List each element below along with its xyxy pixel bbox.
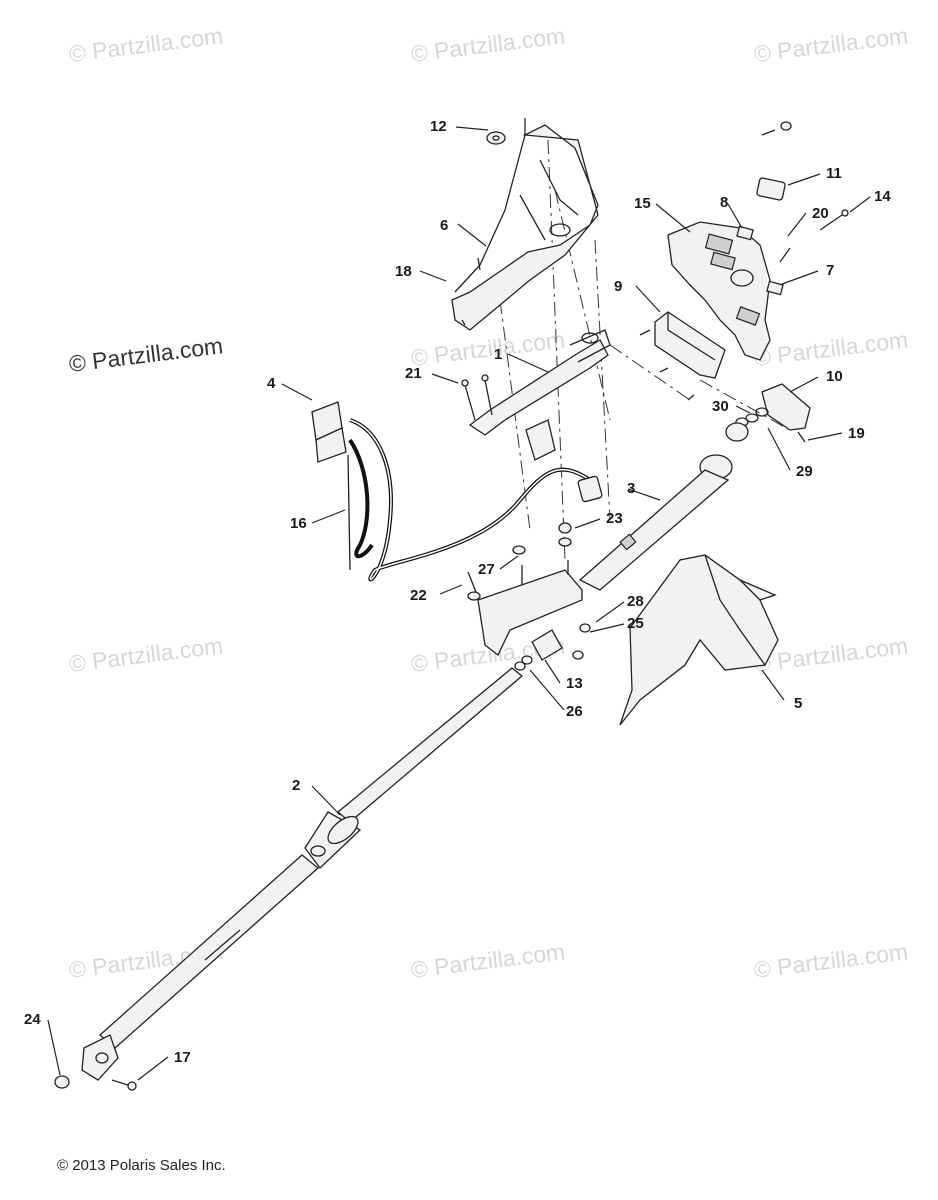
leader-5	[761, 669, 785, 701]
watermark: © Partzilla.com	[752, 22, 909, 67]
leader-25	[589, 623, 625, 633]
wiring-harness-part	[311, 401, 603, 582]
callout-10: 10	[826, 368, 843, 385]
leader-lines	[47, 126, 871, 1081]
callout-15: 15	[634, 195, 651, 212]
callout-29: 29	[796, 463, 813, 480]
watermark: © Partzilla.com	[409, 938, 566, 983]
leader-19	[807, 432, 843, 441]
lower-shroud-part	[619, 554, 779, 726]
leader-9	[635, 285, 661, 313]
callout-3: 3	[627, 480, 635, 497]
watermark-layer: © Partzilla.com © Partzilla.com © Partzi…	[67, 22, 909, 983]
callout-9: 9	[614, 278, 622, 295]
support-tube-part	[578, 422, 749, 591]
callout-13: 13	[566, 675, 583, 692]
leader-22	[439, 584, 463, 595]
leader-21	[431, 373, 459, 384]
callout-28: 28	[627, 593, 644, 610]
callout-26: 26	[566, 703, 583, 720]
leader-2	[311, 785, 341, 816]
leader-6	[457, 223, 487, 247]
watermark-main: © Partzilla.com	[67, 332, 224, 377]
leader-4	[281, 383, 313, 401]
callout-25: 25	[627, 615, 644, 632]
upper-cover-part	[451, 118, 599, 331]
callout-8: 8	[720, 194, 728, 211]
callout-14: 14	[874, 188, 891, 205]
watermark: © Partzilla.com	[409, 326, 566, 371]
callout-5: 5	[794, 695, 802, 712]
steering-shaft-part	[54, 667, 524, 1091]
callout-30: 30	[712, 398, 729, 415]
leader-27	[499, 555, 519, 570]
leader-12	[455, 126, 489, 131]
leader-23	[574, 518, 601, 529]
leader-10	[789, 376, 819, 393]
leader-14	[849, 196, 871, 213]
callout-1: 1	[494, 346, 502, 363]
switch-components	[736, 121, 849, 296]
leader-15	[655, 203, 691, 233]
callout-6: 6	[440, 217, 448, 234]
callout-4: 4	[267, 375, 276, 392]
leader-11	[787, 173, 821, 186]
callout-11: 11	[826, 165, 842, 182]
callout-23: 23	[606, 510, 623, 527]
callout-12: 12	[430, 118, 447, 135]
callout-labels: 12 6 18 1 21 4 16 23 27 22 3 28 25 13 26…	[24, 118, 891, 1066]
leader-26	[529, 669, 565, 711]
leader-18	[419, 270, 447, 282]
leader-29	[767, 427, 791, 471]
dash-panel-part	[667, 221, 771, 361]
ignition-switch-part	[735, 383, 811, 443]
leader-30	[735, 405, 751, 414]
callout-20: 20	[812, 205, 829, 222]
leader-7	[781, 270, 819, 285]
callout-22: 22	[410, 587, 427, 604]
callout-27: 27	[478, 561, 495, 578]
copyright-notice: © 2013 Polaris Sales Inc.	[57, 1157, 226, 1174]
display-module-part	[639, 311, 726, 401]
callout-17: 17	[174, 1049, 191, 1066]
watermark: © Partzilla.com	[67, 22, 224, 67]
callout-24: 24	[24, 1011, 41, 1028]
watermark: © Partzilla.com	[67, 632, 224, 677]
support-bracket-part	[461, 329, 611, 436]
callout-18: 18	[395, 263, 412, 280]
leader-13	[544, 659, 561, 684]
leader-28	[595, 601, 625, 623]
callout-16: 16	[290, 515, 307, 532]
callout-21: 21	[405, 365, 422, 382]
bushing-part	[514, 629, 563, 671]
leader-1	[507, 353, 549, 373]
watermark: © Partzilla.com	[409, 22, 566, 67]
callout-2: 2	[292, 777, 300, 794]
callout-7: 7	[826, 262, 834, 279]
watermark: © Partzilla.com	[752, 938, 909, 983]
watermark: © Partzilla.com	[752, 326, 909, 371]
leader-8	[727, 203, 743, 229]
leader-16	[311, 509, 346, 524]
leader-24	[47, 1019, 61, 1076]
mount-bracket-part	[467, 522, 591, 660]
leader-17	[137, 1056, 169, 1081]
callout-19: 19	[848, 425, 865, 442]
leader-3	[627, 488, 661, 501]
leader-20	[787, 212, 807, 237]
